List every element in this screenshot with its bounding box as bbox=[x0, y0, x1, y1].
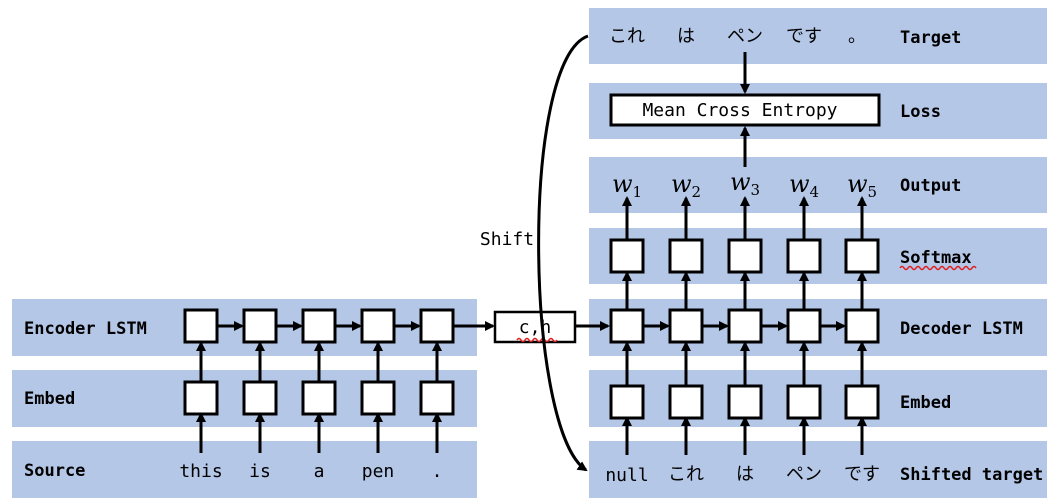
encoder-embed-cell-2 bbox=[242, 380, 278, 416]
row-label-shifted-target: Shifted target bbox=[900, 465, 1043, 485]
encoder-embed-cell-4 bbox=[360, 380, 396, 416]
band-output bbox=[589, 157, 1047, 213]
decoder-block: Mean Cross Entropy w1 w2 w3 w4 w5 これ は ペ… bbox=[605, 26, 881, 486]
encoder-lstm-cell-2 bbox=[242, 308, 278, 344]
spellcheck-underline-softmax bbox=[899, 265, 977, 271]
context-state-label: c,h bbox=[519, 317, 552, 338]
output-symbol-3: w3 bbox=[730, 168, 760, 199]
output-symbol-2: w2 bbox=[671, 170, 701, 201]
band-layer bbox=[12, 8, 1047, 498]
decoder-embed-cell-1 bbox=[609, 384, 645, 420]
target-token-5: 。 bbox=[848, 26, 866, 47]
decoder-lstm-cell-4 bbox=[786, 308, 822, 344]
band-source bbox=[12, 441, 477, 498]
shift-curve-arrow bbox=[537, 34, 589, 472]
source-token-3: a bbox=[314, 461, 325, 482]
decoder-softmax-cell-1 bbox=[609, 238, 645, 274]
shifted-token-1: null bbox=[605, 465, 648, 486]
row-label-decoder-embed: Embed bbox=[900, 393, 951, 413]
row-label-encoder-embed: Embed bbox=[24, 389, 75, 409]
decoder-embed-cell-2 bbox=[668, 384, 704, 420]
encoder-lstm-cell-4 bbox=[360, 308, 396, 344]
encoder-embed-cell-5 bbox=[419, 380, 455, 416]
shifted-token-2: これ bbox=[668, 464, 704, 485]
output-symbol-4: w4 bbox=[789, 170, 819, 201]
decoder-softmax-cell-4 bbox=[786, 238, 822, 274]
decoder-lstm-cell-5 bbox=[844, 308, 880, 344]
row-label-source: Source bbox=[24, 461, 85, 481]
shifted-token-5: です bbox=[844, 464, 880, 485]
output-symbol-5: w5 bbox=[847, 170, 877, 201]
row-label-target: Target bbox=[900, 28, 961, 48]
target-token-3: ペン bbox=[727, 26, 763, 47]
encoder-lstm-cell-3 bbox=[301, 308, 337, 344]
decoder-embed-cell-5 bbox=[844, 384, 880, 420]
decoder-lstm-cell-2 bbox=[668, 308, 704, 344]
band-target bbox=[589, 8, 1047, 64]
encoder-embed-cell-3 bbox=[301, 380, 337, 416]
source-token-4: pen bbox=[362, 461, 395, 482]
encoder-block: this is a pen . bbox=[179, 308, 455, 482]
decoder-embed-cell-4 bbox=[786, 384, 822, 420]
loss-box-label: Mean Cross Entropy bbox=[642, 100, 837, 121]
loss-box bbox=[609, 93, 881, 127]
source-token-5: . bbox=[432, 461, 443, 482]
source-token-2: is bbox=[249, 461, 271, 482]
shift-label: Shift bbox=[480, 229, 534, 250]
band-shifted-target bbox=[589, 441, 1047, 498]
target-token-4: です bbox=[786, 26, 822, 47]
source-token-1: this bbox=[179, 461, 222, 482]
row-label-output: Output bbox=[900, 176, 961, 196]
shifted-token-3: は bbox=[736, 464, 754, 485]
decoder-lstm-cell-3 bbox=[727, 308, 763, 344]
shifted-token-4: ペン bbox=[786, 464, 822, 485]
decoder-softmax-cell-5 bbox=[844, 238, 880, 274]
target-token-1: これ bbox=[609, 26, 645, 47]
encoder-embed-cell-1 bbox=[183, 380, 219, 416]
bridge-block: c,h Shift bbox=[453, 34, 610, 472]
row-label-loss: Loss bbox=[900, 102, 941, 122]
target-token-2: は bbox=[677, 26, 695, 47]
row-label-encoder-lstm: Encoder LSTM bbox=[24, 319, 147, 339]
decoder-softmax-cell-3 bbox=[727, 238, 763, 274]
decoder-softmax-cell-2 bbox=[668, 238, 704, 274]
encoder-lstm-cell-1 bbox=[183, 308, 219, 344]
encoder-lstm-cell-5 bbox=[419, 308, 455, 344]
row-label-decoder-lstm: Decoder LSTM bbox=[900, 319, 1023, 339]
context-state-box bbox=[493, 310, 577, 344]
decoder-embed-cell-3 bbox=[727, 384, 763, 420]
spellcheck-underline-state bbox=[516, 337, 558, 343]
decoder-lstm-cell-1 bbox=[609, 308, 645, 344]
row-label-softmax: Softmax bbox=[900, 248, 972, 268]
output-symbol-1: w1 bbox=[612, 170, 642, 201]
